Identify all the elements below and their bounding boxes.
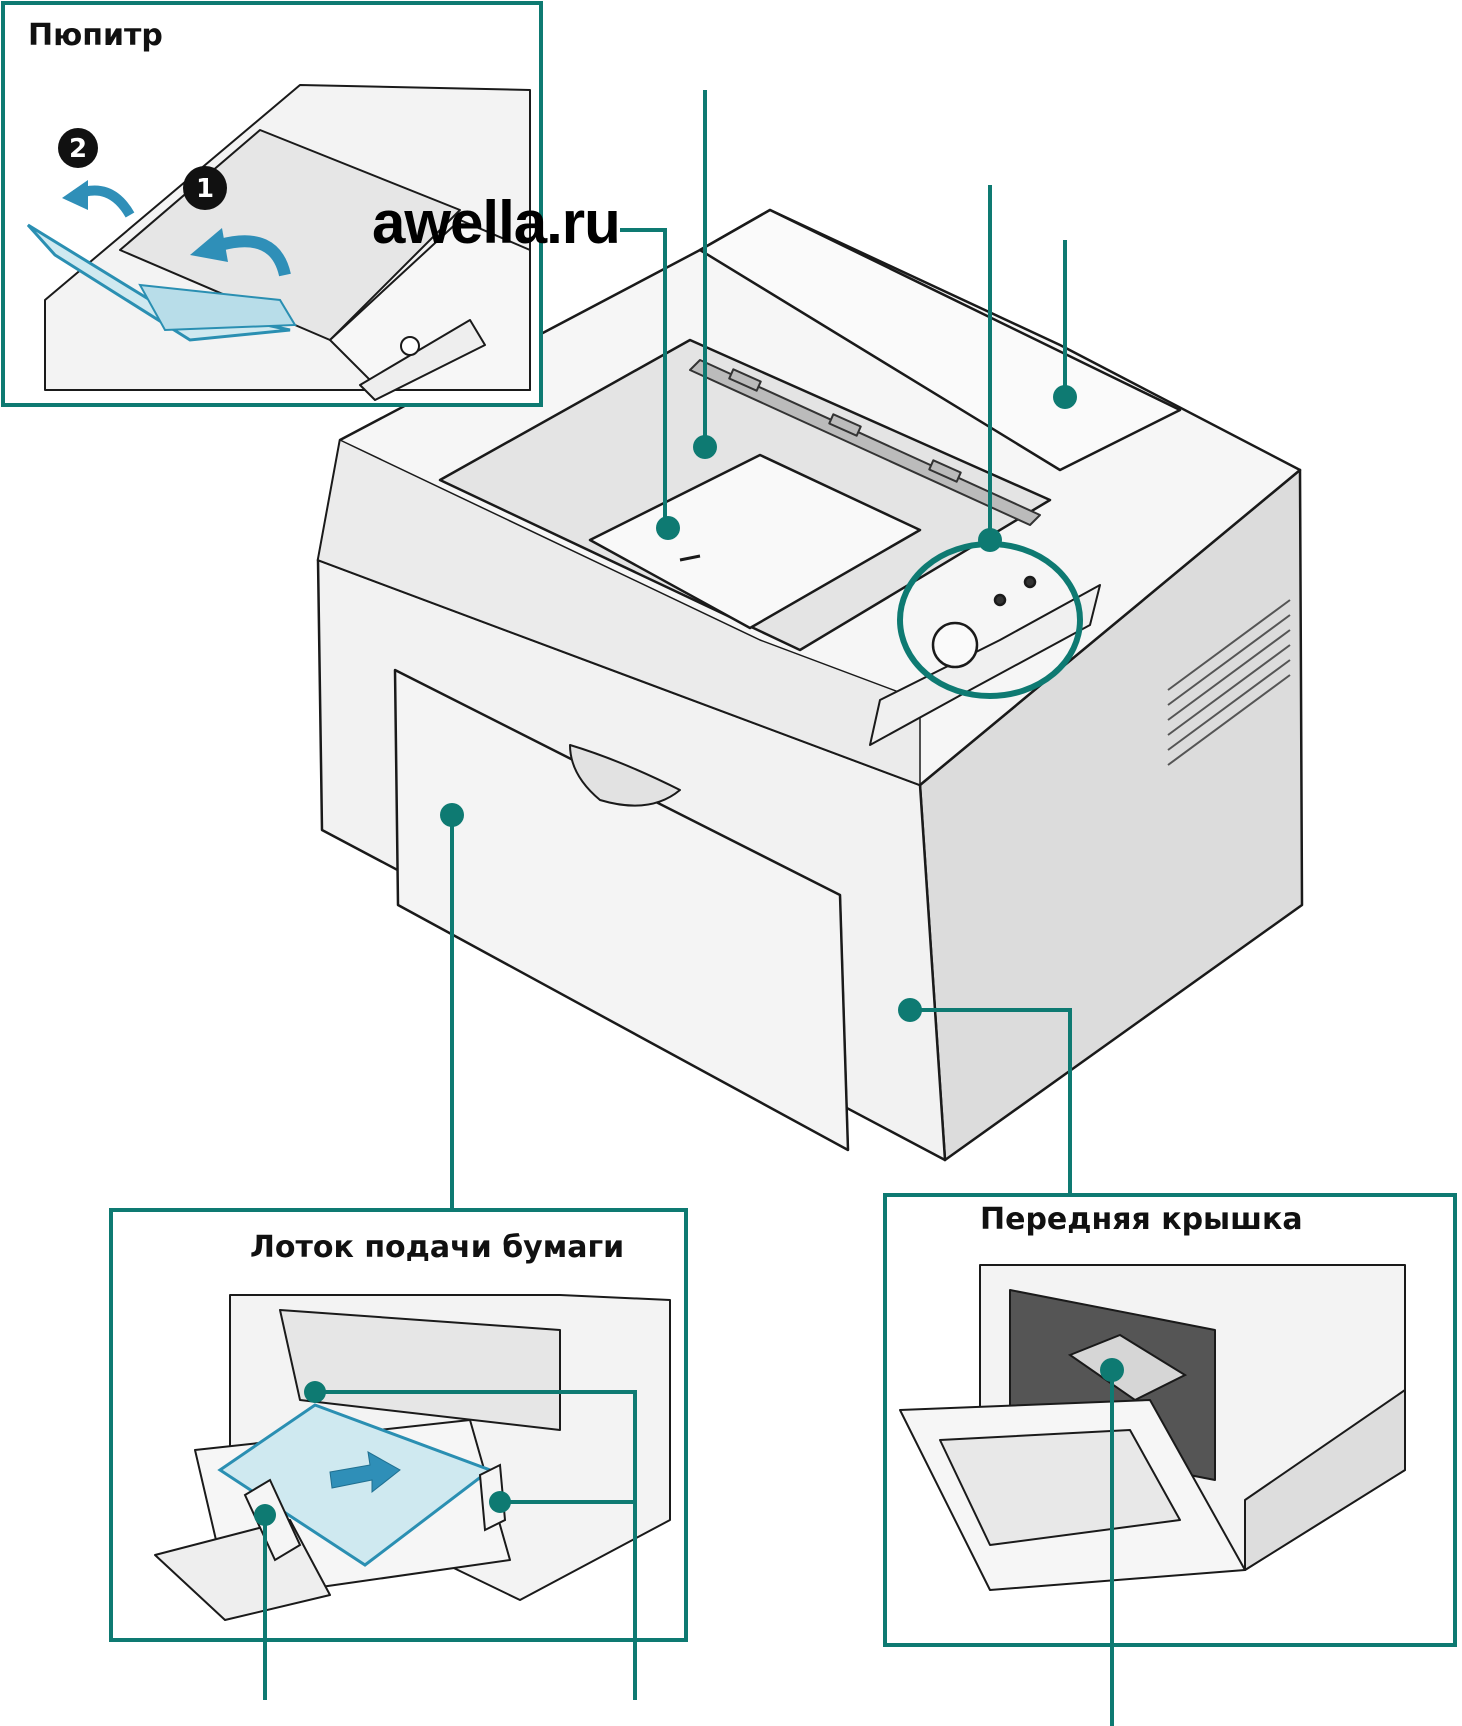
paper-tray-door xyxy=(393,668,850,1152)
dot-top-cover xyxy=(1053,385,1077,409)
step-2-number: 2 xyxy=(69,134,87,164)
control-panel xyxy=(869,584,1101,746)
callout-output-support xyxy=(620,228,667,530)
dot-paper-guide-top xyxy=(304,1381,326,1403)
step-1-number: 1 xyxy=(196,174,214,204)
output-rollers xyxy=(689,359,1041,526)
dot-front-cover xyxy=(898,998,922,1022)
inset-front-cover xyxy=(883,1193,1457,1726)
printer-main xyxy=(316,208,1304,1162)
printer-top-edge xyxy=(317,439,921,786)
tray-handle xyxy=(569,744,681,807)
callout-lines-main xyxy=(450,90,1072,1220)
dot-paper-tray xyxy=(440,803,464,827)
dot-output-slot xyxy=(693,435,717,459)
inset-title-output-tray: Пюпитр xyxy=(28,18,163,53)
callout-dots-main xyxy=(440,385,1077,1022)
dot-width-guide xyxy=(489,1491,511,1513)
dot-output-support xyxy=(656,516,680,540)
dot-control-panel xyxy=(978,528,1002,552)
arrow-step-1 xyxy=(218,235,291,277)
step-2-badge xyxy=(58,128,98,168)
inset-output-tray: 2 1 xyxy=(1,1,543,407)
step-1-badge xyxy=(183,166,227,210)
callout-paper-guide-top xyxy=(315,1390,637,1700)
inset-title-paper-tray: Лоток подачи бумаги xyxy=(250,1230,625,1265)
power-button xyxy=(931,621,979,669)
watermark: awella.ru xyxy=(372,189,621,256)
paper-insert-arrow xyxy=(329,1451,401,1494)
dot-length-guide xyxy=(254,1504,276,1526)
vent-grille xyxy=(1167,599,1291,766)
inset-paper-tray xyxy=(109,1208,688,1700)
output-support xyxy=(588,453,922,630)
inset-title-front-cover: Передняя крышка xyxy=(980,1202,1303,1237)
dot-toner-cartridge xyxy=(1100,1358,1124,1382)
callout-front-cover xyxy=(910,1008,1072,1200)
